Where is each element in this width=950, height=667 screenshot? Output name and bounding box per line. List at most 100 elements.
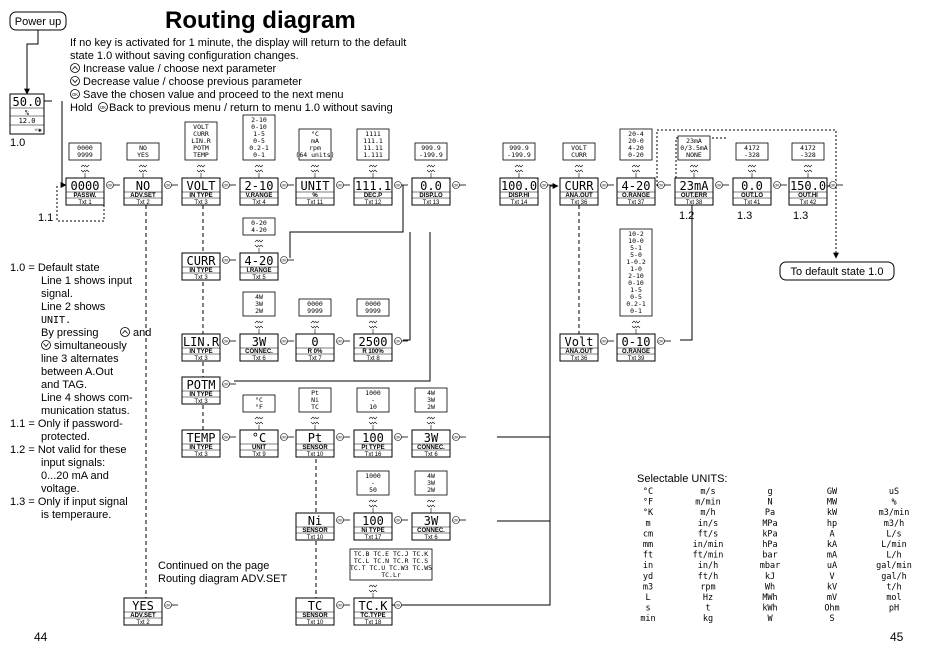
option-item: TC.L TC.N TC.R TC.S	[354, 557, 428, 565]
unit-item: ft/h	[698, 572, 718, 582]
menu-value: 0-10	[622, 335, 651, 349]
unit-item: Pa	[765, 508, 775, 518]
ok-icon: OK	[222, 181, 230, 189]
menu-name: SENSOR	[302, 613, 328, 619]
units-table: °C°F°Kmcmmmftinydm3Lsminm/sm/minm/hin/sf…	[640, 487, 912, 624]
note-line: Line 2 shows	[41, 301, 106, 313]
unit-item: S	[829, 614, 834, 624]
menu-name: O.RANGE	[622, 349, 650, 355]
unit-item: W	[767, 614, 773, 624]
up-down-chevron-icon	[426, 416, 436, 425]
option-item: LIN.R	[191, 137, 211, 145]
menu-box	[181, 177, 221, 206]
unit-item: min	[640, 614, 655, 624]
ok-icon: OK	[222, 256, 230, 264]
menu-name: CONNEC.	[245, 349, 273, 355]
option-item: YES	[137, 151, 149, 159]
menu-name: V.RANGE	[246, 193, 273, 199]
footnote-label: 1.2	[679, 210, 694, 222]
unit-item: V	[829, 572, 834, 582]
menu-txt: Txt 14	[511, 200, 528, 206]
connector-line	[24, 30, 39, 95]
menu-value: NO	[136, 179, 150, 193]
ok-icon-text: OK	[223, 184, 229, 188]
menu-box	[353, 177, 393, 206]
unit-item: gal/h	[881, 572, 907, 582]
menu-value: LIN.R	[183, 335, 220, 349]
menu-box	[295, 333, 335, 362]
option-item: -199.9	[507, 151, 531, 159]
option-item: 23mA	[686, 137, 702, 145]
menu-name: CONNEC.	[417, 528, 445, 534]
option-item: 3W	[427, 396, 435, 404]
menu-box	[353, 429, 393, 458]
option-item: 10-0	[628, 237, 644, 245]
option-item: 4-20	[628, 144, 644, 152]
unit-item: mV	[827, 593, 837, 603]
menu-box	[239, 177, 279, 206]
option-list	[414, 387, 448, 413]
intro-line-7: Back to previous menu / return to menu 1…	[109, 102, 393, 114]
unit-item: mol	[886, 593, 901, 603]
intro-line-3: Increase value / choose next parameter	[83, 63, 277, 75]
note-line: is temperaure.	[41, 509, 111, 521]
up-down-chevron-icon	[803, 164, 813, 173]
ok-icon-text: OK	[337, 604, 343, 608]
option-list	[619, 128, 653, 161]
option-list	[791, 142, 825, 161]
unit-item: m	[645, 519, 650, 529]
ok-icon: OK	[452, 516, 460, 524]
default-state-label: 1.0	[10, 137, 25, 149]
option-item: 1111	[365, 130, 381, 138]
menu-txt: Txt 2	[136, 620, 150, 626]
menu-name: CONNEC.	[417, 445, 445, 451]
option-item: 1-5	[630, 286, 642, 294]
menu-txt: Txt 8	[366, 356, 380, 362]
ok-icon: OK	[336, 601, 344, 609]
menu-value: TEMP	[187, 431, 216, 445]
note-line: UNIT.	[41, 315, 71, 326]
menu-txt: Txt 41	[744, 200, 761, 206]
menu-value: 111.1	[355, 179, 391, 193]
ok-icon: OK	[452, 433, 460, 441]
unit-item: t/h	[886, 582, 901, 592]
option-item: 0.2-1	[249, 144, 269, 152]
unit-item: L/h	[886, 551, 901, 561]
unit-item: kA	[827, 540, 837, 550]
ok-icon-text: OK	[337, 184, 343, 188]
menu-box	[411, 512, 451, 541]
